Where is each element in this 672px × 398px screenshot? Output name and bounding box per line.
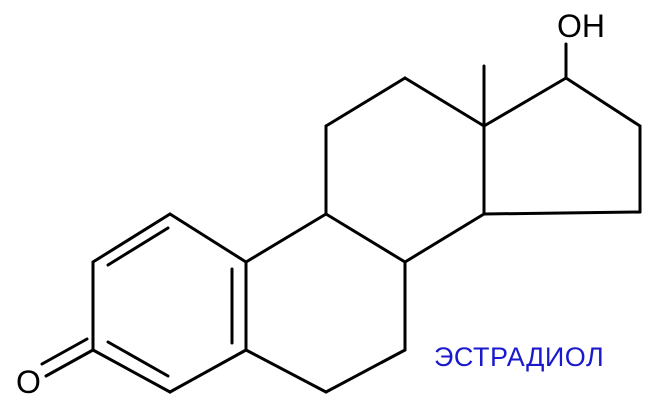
bond (324, 348, 407, 394)
bond (403, 212, 486, 264)
bond (482, 76, 568, 128)
bond (324, 212, 407, 264)
bond (244, 348, 328, 394)
bond (44, 348, 95, 378)
hydroxyl-label: OH (557, 8, 605, 44)
bond (564, 76, 642, 128)
bond (168, 212, 248, 264)
bond (244, 212, 328, 264)
bond (91, 348, 172, 394)
bond (168, 348, 248, 394)
bond (91, 212, 172, 264)
carbonyl-oxygen-label: O (16, 364, 41, 398)
bond (482, 210, 642, 216)
bond (403, 76, 486, 128)
double-bond-inner (40, 337, 89, 366)
bond (324, 76, 407, 128)
double-bond-inner (106, 340, 170, 378)
double-bond-inner (106, 226, 170, 267)
compound-name: ЭСТРАДИОЛ (434, 342, 605, 372)
